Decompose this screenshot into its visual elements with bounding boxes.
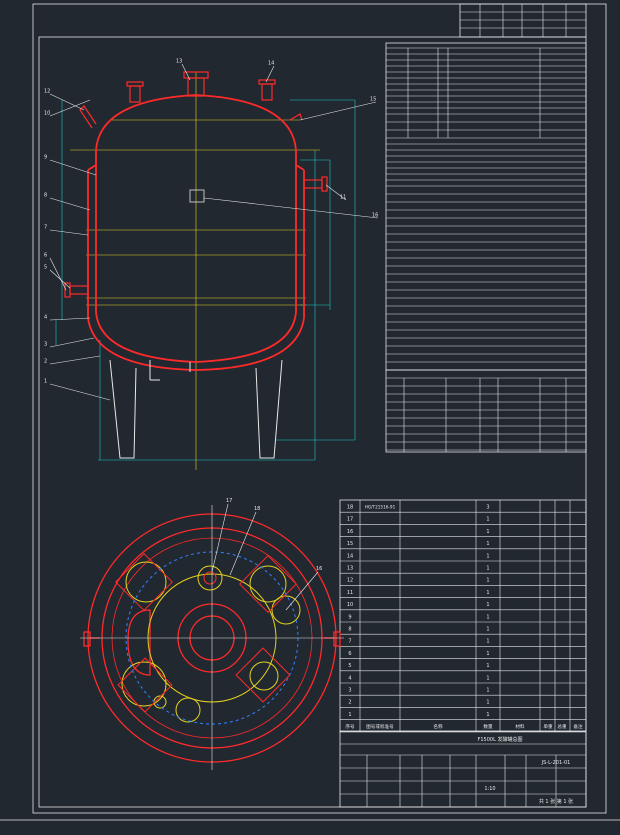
parts-row-number: 3 bbox=[348, 688, 351, 694]
outer-frame bbox=[32, 3, 607, 814]
parts-row-number: 9 bbox=[348, 614, 351, 620]
front-callout-7: 7 bbox=[44, 225, 47, 231]
drawing-sheet: 共 1 张 第 1 张 bbox=[539, 798, 573, 805]
plan-callout-18: 18 bbox=[254, 506, 260, 512]
title-block: F1500L 发酵罐总图 JS-L-201-01 1:10 共 1 张 第 1 … bbox=[339, 730, 587, 808]
parts-row-quantity: 1 bbox=[486, 529, 489, 535]
parts-row-number: 10 bbox=[347, 602, 353, 608]
parts-header-cell: 备注 bbox=[573, 723, 583, 730]
plan-callout-labels: 16 17 18 bbox=[226, 498, 322, 572]
parts-row-number: 13 bbox=[347, 566, 353, 572]
drawing-scale: 1:10 bbox=[484, 786, 495, 792]
vessel-shell bbox=[87, 94, 305, 371]
parts-row-number: 17 bbox=[347, 517, 353, 523]
parts-row-quantity: 3 bbox=[486, 505, 489, 511]
parts-row-quantity: 1 bbox=[486, 688, 489, 694]
spec-table bbox=[385, 42, 587, 371]
front-callout-2: 2 bbox=[44, 359, 47, 365]
front-callout-13: 13 bbox=[176, 59, 182, 65]
front-callout-3: 3 bbox=[44, 342, 47, 348]
parts-row-number: 5 bbox=[348, 663, 351, 669]
parts-row-number: 1 bbox=[348, 712, 351, 718]
parts-row-quantity: 1 bbox=[486, 566, 489, 572]
front-callout-5: 5 bbox=[44, 265, 47, 271]
parts-row-quantity: 1 bbox=[486, 663, 489, 669]
plan-rotated-flanges bbox=[115, 553, 297, 713]
parts-row-quantity: 1 bbox=[486, 639, 489, 645]
parts-header-cell: 数量 bbox=[483, 723, 493, 730]
parts-row-quantity: 1 bbox=[486, 578, 489, 584]
parts-row-number: 8 bbox=[348, 627, 351, 633]
parts-row-standard: HG/T21516-91 bbox=[365, 505, 396, 510]
front-callout-6: 6 bbox=[44, 253, 47, 259]
parts-row-number: 15 bbox=[347, 541, 353, 547]
front-callout-11: 11 bbox=[340, 195, 346, 201]
nozzles bbox=[64, 71, 328, 298]
front-callout-8: 8 bbox=[44, 193, 47, 199]
drawing-name: F1500L 发酵罐总图 bbox=[478, 736, 523, 743]
parts-header-cell: 序号 bbox=[345, 723, 355, 730]
parts-row-number: 18 bbox=[347, 505, 353, 511]
parts-row-quantity: 1 bbox=[486, 553, 489, 559]
parts-row-quantity: 1 bbox=[486, 700, 489, 706]
plan-view: 16 17 18 bbox=[80, 498, 344, 770]
plan-callout-16: 16 bbox=[316, 566, 322, 572]
parts-header-cell: 图号或标准号 bbox=[366, 723, 394, 730]
top-small-block bbox=[459, 3, 587, 38]
front-callout-1: 1 bbox=[44, 379, 47, 385]
front-callout-9: 9 bbox=[44, 155, 47, 161]
parts-row-quantity: 1 bbox=[486, 541, 489, 547]
inner-frame bbox=[38, 36, 587, 808]
drawing-number: JS-L-201-01 bbox=[541, 760, 571, 766]
parts-row-number: 4 bbox=[348, 675, 351, 681]
parts-row-number: 6 bbox=[348, 651, 351, 657]
parts-row-quantity: 1 bbox=[486, 517, 489, 523]
front-callout-15: 15 bbox=[370, 97, 376, 103]
parts-header-cell: 单重 bbox=[543, 723, 553, 730]
front-callout-10: 10 bbox=[44, 111, 50, 117]
front-callout-16: 16 bbox=[372, 213, 378, 219]
parts-row-quantity: 1 bbox=[486, 590, 489, 596]
support-legs bbox=[109, 359, 283, 459]
parts-header-cell: 名称 bbox=[433, 723, 443, 730]
dimension-lines bbox=[55, 99, 356, 461]
plan-callout-17: 17 bbox=[226, 498, 232, 504]
parts-header-cell: 材料 bbox=[515, 723, 525, 730]
front-callout-4: 4 bbox=[44, 315, 47, 321]
centerlines bbox=[70, 72, 320, 470]
parts-row-quantity: 1 bbox=[486, 651, 489, 657]
front-callout-14: 14 bbox=[268, 61, 274, 67]
parts-row-quantity: 1 bbox=[486, 614, 489, 620]
parts-row-quantity: 1 bbox=[486, 712, 489, 718]
parts-row-quantity: 1 bbox=[486, 627, 489, 633]
parts-row-number: 7 bbox=[348, 639, 351, 645]
parts-row-quantity: 1 bbox=[486, 675, 489, 681]
front-callout-12: 12 bbox=[44, 89, 50, 95]
plan-leader-lines bbox=[211, 503, 319, 611]
parts-row-number: 11 bbox=[347, 590, 353, 596]
plan-centerlines bbox=[80, 505, 344, 770]
nozzle-table bbox=[385, 369, 587, 453]
parts-row-number: 12 bbox=[347, 578, 353, 584]
parts-header-cell: 总重 bbox=[557, 723, 567, 730]
parts-row-number: 14 bbox=[347, 553, 353, 559]
parts-row-number: 2 bbox=[348, 700, 351, 706]
parts-row-quantity: 1 bbox=[486, 602, 489, 608]
parts-row-number: 16 bbox=[347, 529, 353, 535]
front-leader-lines bbox=[49, 63, 379, 401]
